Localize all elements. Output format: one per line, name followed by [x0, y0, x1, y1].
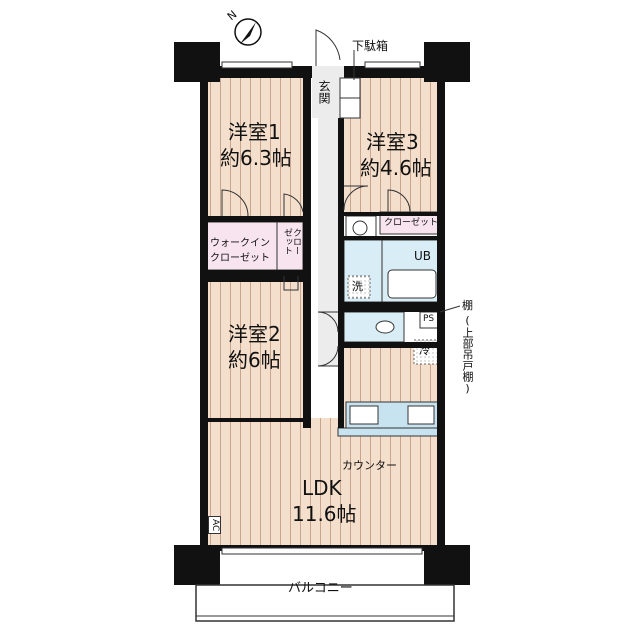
washer-box	[347, 275, 371, 299]
kitchen-sink	[349, 405, 379, 425]
floor-hall	[318, 118, 338, 366]
room-western1-size: 約6.3帖	[220, 146, 292, 170]
counter-label: カウンター	[342, 459, 397, 472]
shelf-note-label: (上部吊戸棚)	[461, 314, 474, 395]
closet-small-label: クローゼット	[384, 218, 439, 228]
room-ldk-name: LDK	[302, 476, 342, 500]
entrance-label: 玄関	[317, 80, 331, 104]
toilet	[375, 320, 395, 334]
bathtub	[387, 269, 437, 299]
room-western3-size: 約4.6帖	[360, 156, 432, 180]
walls	[200, 66, 445, 551]
basin-bowl	[352, 220, 368, 236]
balcony-area	[195, 584, 455, 622]
floor-western1	[207, 78, 303, 216]
counter-top	[337, 427, 439, 437]
toilet-room	[343, 311, 405, 343]
floor-entrance	[312, 66, 344, 118]
doors	[221, 29, 411, 367]
room-western3-name: 洋室3	[366, 130, 419, 154]
room-western1-name: 洋室1	[228, 120, 281, 144]
room-western2-size: 約6帖	[228, 348, 281, 372]
windows	[221, 61, 423, 555]
washer-label: 洗	[352, 280, 363, 293]
floor-western2	[207, 282, 303, 418]
ac-label: AC	[208, 516, 221, 535]
floor-ldk	[207, 418, 439, 548]
ub-label: UB	[414, 249, 432, 263]
closet-vertical-label: クロー ゼット	[282, 228, 301, 255]
shoe-box	[339, 77, 361, 119]
shelf-label: 棚	[462, 299, 473, 312]
column-tr	[424, 42, 470, 82]
room-western2-name: 洋室2	[228, 322, 281, 346]
room-ldk-size: 11.6帖	[292, 502, 357, 526]
kitchen-stove	[407, 405, 435, 425]
balcony-label: バルコニー	[288, 581, 353, 596]
column-br	[424, 545, 470, 585]
column-tl	[174, 42, 220, 82]
north-arrow-icon	[234, 18, 262, 46]
fridge-label: 冷	[419, 344, 430, 357]
column-bl	[174, 545, 220, 585]
closet-vertical-area	[276, 221, 304, 271]
shelf-leader	[439, 305, 461, 313]
shoe-box-label: 下駄箱	[352, 39, 389, 53]
ps-label: PS	[423, 314, 435, 324]
walkin-closet-label: ウォークイン クローゼット	[210, 238, 270, 264]
